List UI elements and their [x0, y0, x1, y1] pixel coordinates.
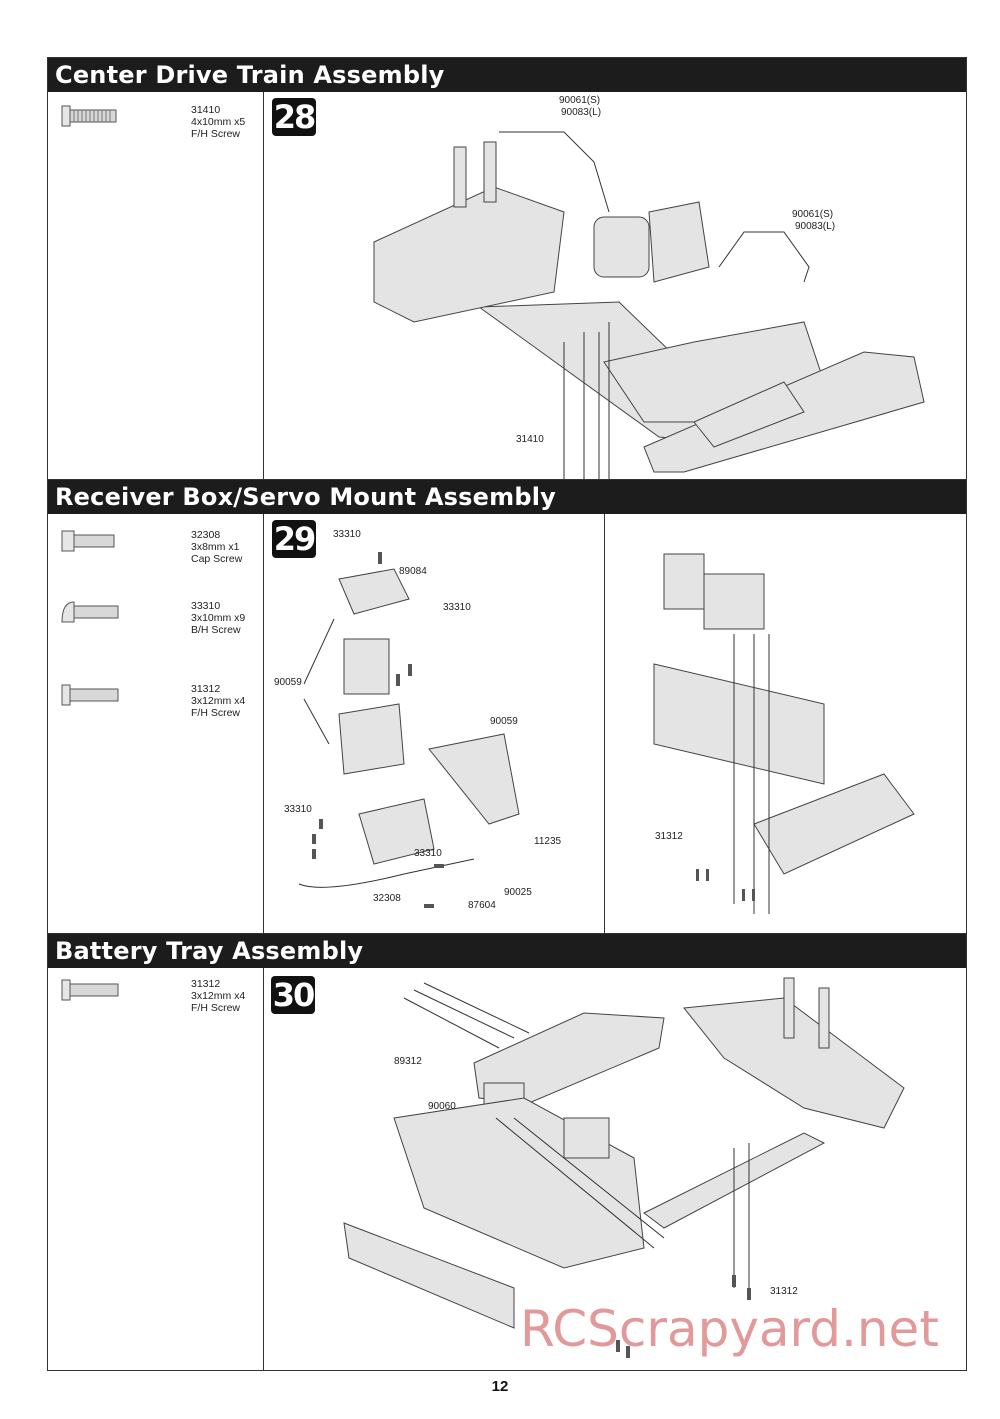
callout-label: 31410 — [516, 434, 544, 445]
part-size: 4x10mm x5 — [191, 116, 246, 128]
callout-label: 90059 — [274, 677, 302, 688]
callout-label: 32308 — [373, 893, 401, 904]
parts-list: 32308 3x8mm x1 Cap Screw 33310 3x10mm x9… — [48, 514, 264, 933]
part-number: 31410 — [191, 104, 221, 116]
part-item: 31312 3x12mm x4 F/H Screw — [48, 978, 263, 1038]
section-title: Battery Tray Assembly — [48, 934, 966, 968]
callout-label: 90060 — [428, 1101, 456, 1112]
part-number: 31312 — [191, 978, 221, 990]
callout-label: 89312 — [394, 1056, 422, 1067]
callout-label: 33310 — [443, 602, 471, 613]
part-item: 33310 3x10mm x9 B/H Screw — [48, 600, 263, 660]
part-type: Cap Screw — [191, 553, 243, 565]
callout-label: 90059 — [490, 716, 518, 727]
part-item: 31312 3x12mm x4 F/H Screw — [48, 683, 263, 743]
page-number: 12 — [491, 1378, 509, 1395]
callout-label: 89084 — [399, 566, 427, 577]
callout-label: 90083(L) — [795, 221, 836, 232]
step-number: 29 — [272, 520, 316, 558]
callout-label: 90083(L) — [561, 107, 602, 118]
part-item: 32308 3x8mm x1 Cap Screw — [48, 529, 263, 589]
callout-label: 33310 — [414, 848, 442, 859]
button-head-screw-icon — [61, 601, 119, 623]
flat-head-screw-icon — [61, 979, 119, 1001]
section-title: Receiver Box/Servo Mount Assembly — [48, 480, 966, 514]
callout-label: 31312 — [655, 831, 683, 842]
callout-label: 11235 — [534, 836, 562, 847]
part-size: 3x8mm x1 — [191, 541, 240, 553]
callout-label: 90061(S) — [559, 95, 601, 106]
callout-label: 90061(S) — [792, 209, 834, 220]
part-number: 32308 — [191, 529, 221, 541]
diagram-area: 28 — [264, 92, 966, 481]
part-number: 31312 — [191, 683, 221, 695]
cap-screw-icon — [61, 530, 115, 552]
step-number: 28 — [272, 98, 316, 136]
chassis-exploded-drawing — [373, 131, 925, 481]
part-type: F/H Screw — [191, 128, 241, 140]
parts-list: 31312 3x12mm x4 F/H Screw — [48, 968, 264, 1370]
section-center-drive-train: Center Drive Train Assembly 31410 4x10mm… — [47, 57, 967, 481]
flat-head-screw-icon — [61, 684, 119, 706]
part-item: 31410 4x10mm x5 F/H Screw — [48, 104, 263, 164]
divider — [604, 514, 605, 933]
callout-label: 31312 — [770, 1286, 798, 1297]
step-number: 30 — [271, 976, 315, 1014]
parts-list: 31410 4x10mm x5 F/H Screw — [48, 92, 264, 479]
diagram-area: 30 — [264, 968, 966, 1370]
part-type: F/H Screw — [191, 1002, 241, 1014]
callout-label: 87604 — [468, 900, 496, 911]
part-type: F/H Screw — [191, 707, 241, 719]
part-number: 33310 — [191, 600, 221, 612]
servo-mount-exploded-drawing — [298, 552, 915, 914]
callout-label: 90025 — [504, 887, 532, 898]
callout-label: 33310 — [333, 529, 361, 540]
watermark: RCScrapyard.net — [520, 1300, 939, 1358]
section-battery-tray: Battery Tray Assembly 31312 3x12mm x4 F/… — [47, 933, 967, 1371]
part-size: 3x12mm x4 — [191, 695, 246, 707]
part-size: 3x12mm x4 — [191, 990, 246, 1002]
section-title: Center Drive Train Assembly — [48, 58, 966, 92]
callout-label: 33310 — [284, 804, 312, 815]
flat-head-screw-icon — [61, 105, 117, 127]
diagram-area: 29 — [264, 514, 966, 933]
battery-tray-exploded-drawing — [343, 977, 905, 1358]
part-size: 3x10mm x9 — [191, 612, 246, 624]
section-receiver-box-servo-mount: Receiver Box/Servo Mount Assembly 32308 … — [47, 479, 967, 934]
part-type: B/H Screw — [191, 624, 241, 636]
